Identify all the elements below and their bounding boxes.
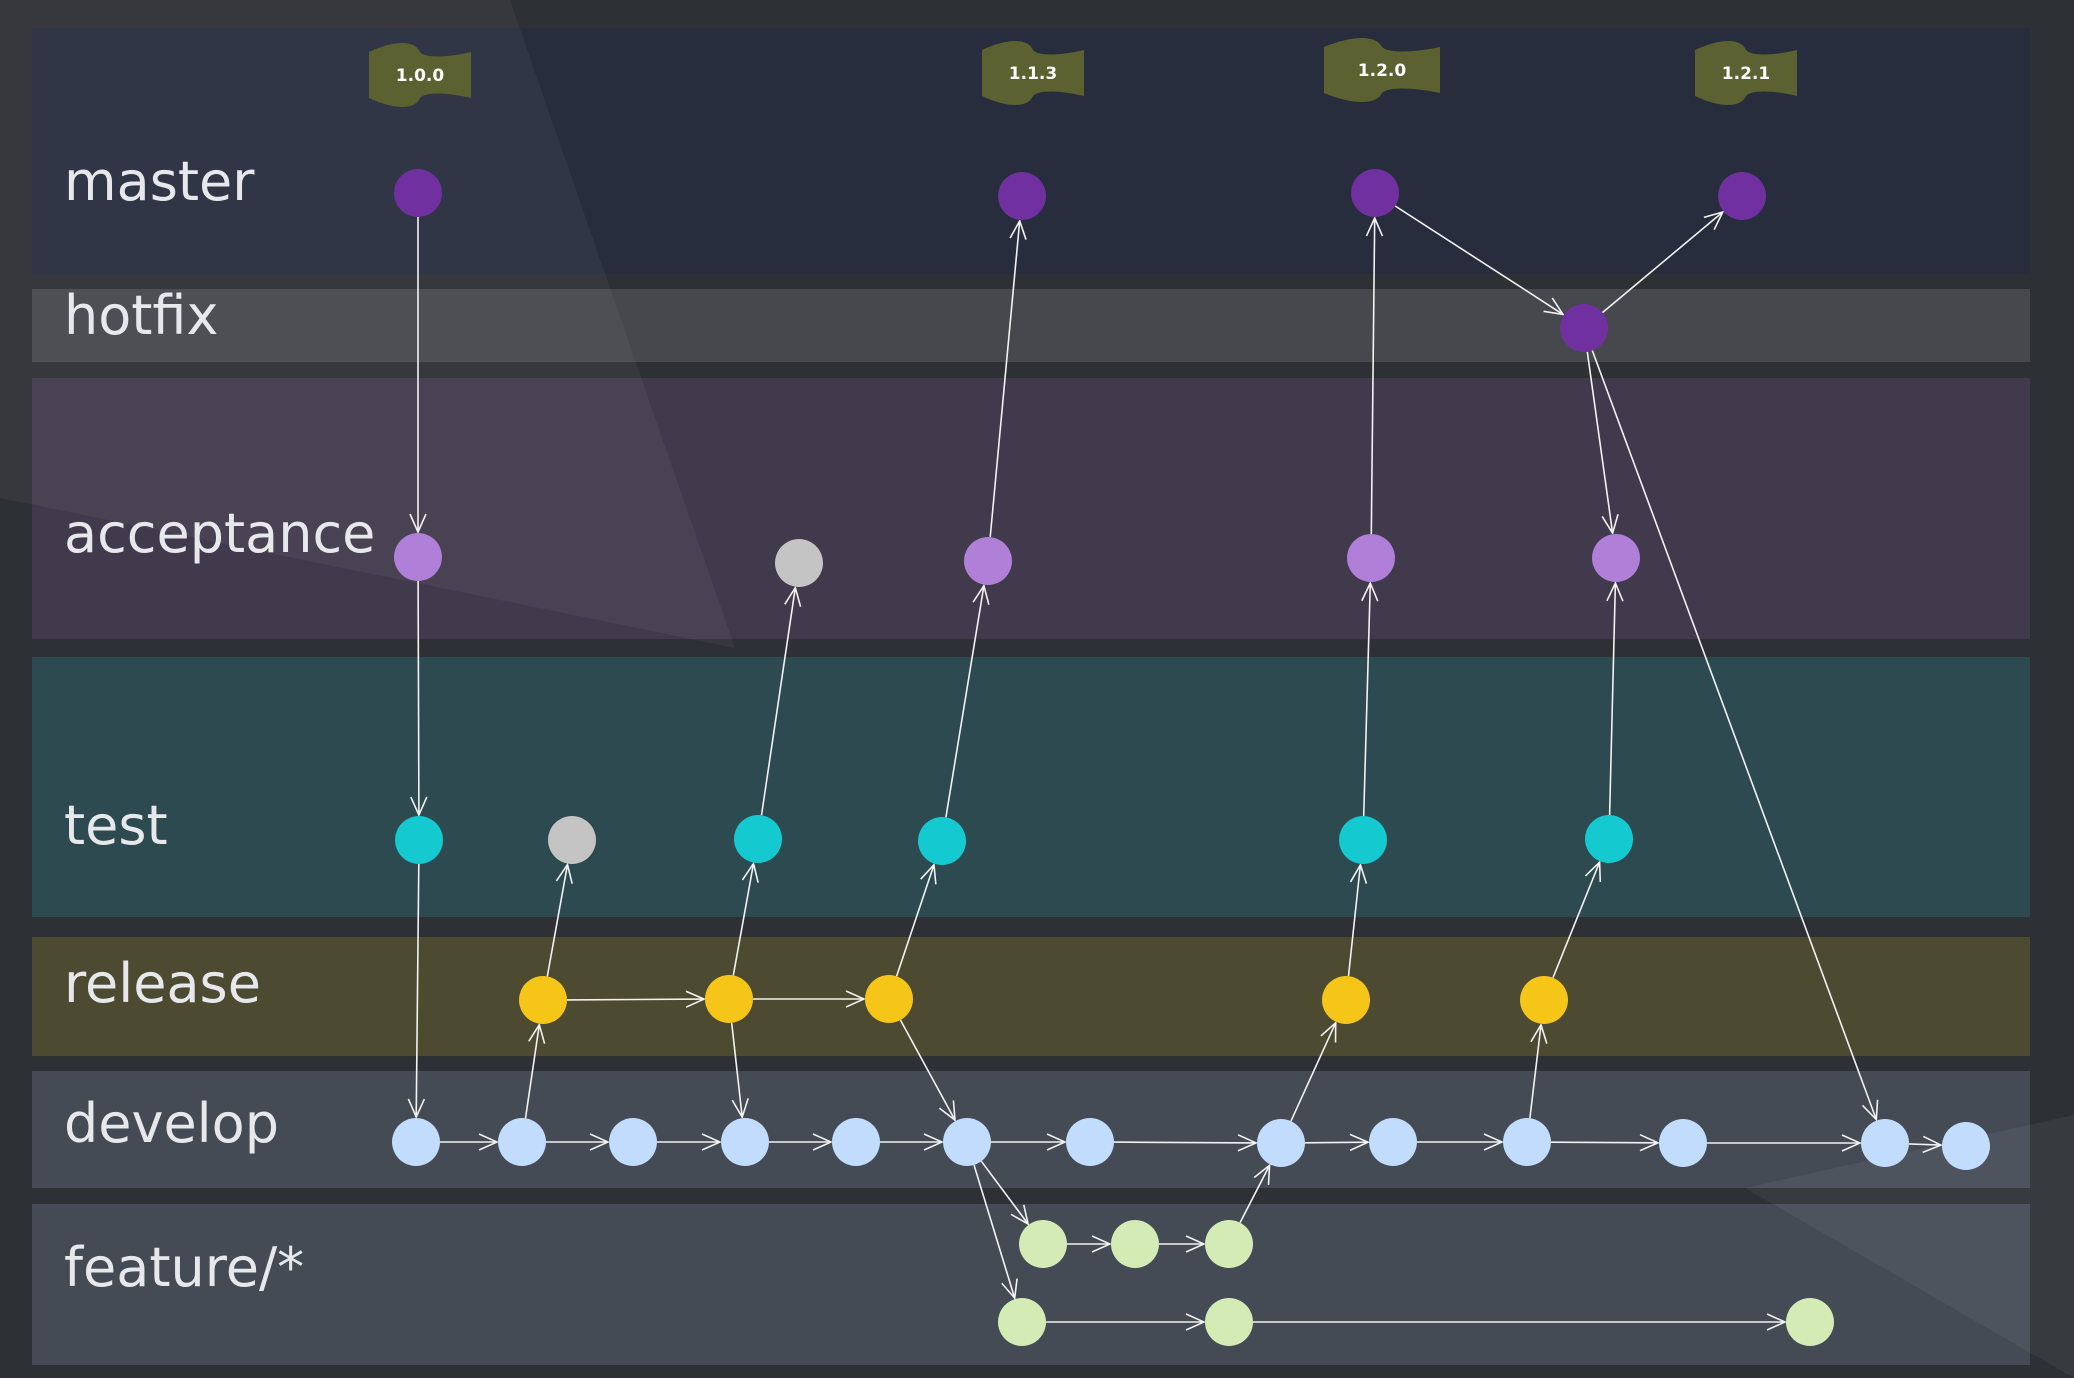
commit-node-f2: [1111, 1220, 1159, 1268]
commit-node-m2: [998, 172, 1046, 220]
edge-d10-to-r5: [1529, 1025, 1541, 1119]
commit-node-f5: [1205, 1298, 1253, 1346]
edge-t1-to-d1: [416, 863, 419, 1117]
commit-node-r4: [1322, 976, 1370, 1024]
edge-r2-to-t2: [732, 864, 753, 976]
edge-r4-to-t4: [1347, 865, 1361, 977]
version-tag-label: 1.2.1: [1722, 64, 1770, 84]
edge-r2-to-d4: [730, 1022, 743, 1117]
commit-node-d11: [1659, 1119, 1707, 1167]
commit-node-d3: [609, 1118, 657, 1166]
commit-node-d8: [1257, 1119, 1305, 1167]
commit-node-f4: [998, 1298, 1046, 1346]
commit-node-d12: [1861, 1119, 1909, 1167]
edge-t2-to-ag: [760, 588, 796, 816]
edge-h1-to-a4: [1586, 351, 1612, 533]
version-tag-flag: [1324, 38, 1440, 102]
lane-label-release: release: [64, 952, 261, 1015]
commit-node-h1: [1560, 304, 1608, 352]
edge-d12-to-d13: [1908, 1144, 1941, 1145]
edge-r3-to-t3: [895, 865, 934, 977]
commit-node-t3: [918, 817, 966, 865]
edge-t4-to-a3: [1364, 583, 1371, 817]
commit-node-t2: [734, 815, 782, 863]
commit-node-d1: [392, 1118, 440, 1166]
commit-node-d6: [943, 1118, 991, 1166]
edge-t3-to-a2: [945, 586, 984, 818]
edge-a2-to-m2: [989, 221, 1020, 538]
edge-d2-to-r1: [524, 1025, 540, 1119]
commit-node-a4: [1592, 534, 1640, 582]
edge-h1-to-d12: [1591, 350, 1876, 1120]
version-tag-flag: [982, 41, 1084, 105]
commit-node-t5: [1585, 815, 1633, 863]
version-tag-flag: [369, 43, 471, 107]
lane-develop: [32, 1071, 2030, 1188]
commit-node-m4: [1718, 172, 1766, 220]
edge-r1-to-r2: [566, 999, 704, 1000]
lane-label-hotfix: hotfix: [64, 284, 218, 347]
commit-node-f1: [1019, 1220, 1067, 1268]
lane-labels: master hotfix acceptance test release develop…: [64, 150, 375, 1299]
version-tag-label: 1.0.0: [396, 66, 445, 86]
lane-label-test: test: [64, 794, 168, 857]
commit-node-m3: [1351, 169, 1399, 217]
edge-a1-to-t1: [418, 580, 419, 815]
edge-d6-to-f1: [980, 1160, 1028, 1224]
edge-r1-to-tg: [546, 865, 567, 977]
lane-label-feature: feature/*: [64, 1236, 304, 1299]
lane-release: [32, 937, 2030, 1056]
edge-d10-to-d11: [1550, 1142, 1658, 1143]
edge-t5-to-a4: [1610, 583, 1616, 816]
commit-node-a3: [1347, 534, 1395, 582]
commit-node-d2: [498, 1118, 546, 1166]
commit-node-d5: [832, 1118, 880, 1166]
commit-node-tg: [548, 816, 596, 864]
commit-node-d13: [1942, 1122, 1990, 1170]
commit-node-r3: [865, 975, 913, 1023]
edge-d8-to-d9: [1304, 1142, 1368, 1143]
commit-node-d10: [1503, 1118, 1551, 1166]
edge-f3-to-d8: [1239, 1165, 1270, 1224]
lane-acceptance: [32, 378, 2030, 639]
commit-node-ag: [775, 539, 823, 587]
commit-node-f3: [1205, 1220, 1253, 1268]
edge-d8-to-r4: [1290, 1023, 1336, 1122]
commit-edges: [416, 205, 1941, 1322]
commit-node-d4: [721, 1118, 769, 1166]
edge-h1-to-m4: [1601, 212, 1722, 314]
commit-node-t4: [1339, 816, 1387, 864]
commit-node-f6: [1786, 1298, 1834, 1346]
version-tag-label: 1.1.3: [1009, 64, 1057, 84]
lane-label-develop: develop: [64, 1092, 279, 1155]
edge-d7-to-d8: [1113, 1142, 1256, 1143]
edge-d6-to-f4: [973, 1164, 1015, 1298]
commit-node-a1: [394, 533, 442, 581]
commit-node-r2: [705, 975, 753, 1023]
commit-node-r1: [519, 976, 567, 1024]
commit-node-r5: [1520, 976, 1568, 1024]
commit-node-a2: [964, 537, 1012, 585]
edge-m3-to-h1: [1394, 205, 1563, 314]
edge-r3-to-d6: [899, 1019, 956, 1120]
edge-r5-to-t5: [1552, 862, 1600, 978]
lane-label-master: master: [64, 150, 255, 213]
commit-node-m1: [394, 169, 442, 217]
edge-a3-to-m3: [1371, 218, 1374, 535]
lane-hotfix: [32, 289, 2030, 362]
commit-nodes: [392, 169, 1990, 1346]
commit-node-d7: [1066, 1118, 1114, 1166]
version-tag-label: 1.2.0: [1358, 61, 1407, 81]
commit-node-t1: [395, 816, 443, 864]
version-tags: 1.0.0 1.1.3 1.2.0 1.2.1: [369, 38, 1797, 107]
lane-label-acceptance: acceptance: [64, 502, 375, 565]
lane-test: [32, 657, 2030, 917]
version-tag-flag: [1695, 41, 1797, 105]
commit-node-d9: [1369, 1118, 1417, 1166]
